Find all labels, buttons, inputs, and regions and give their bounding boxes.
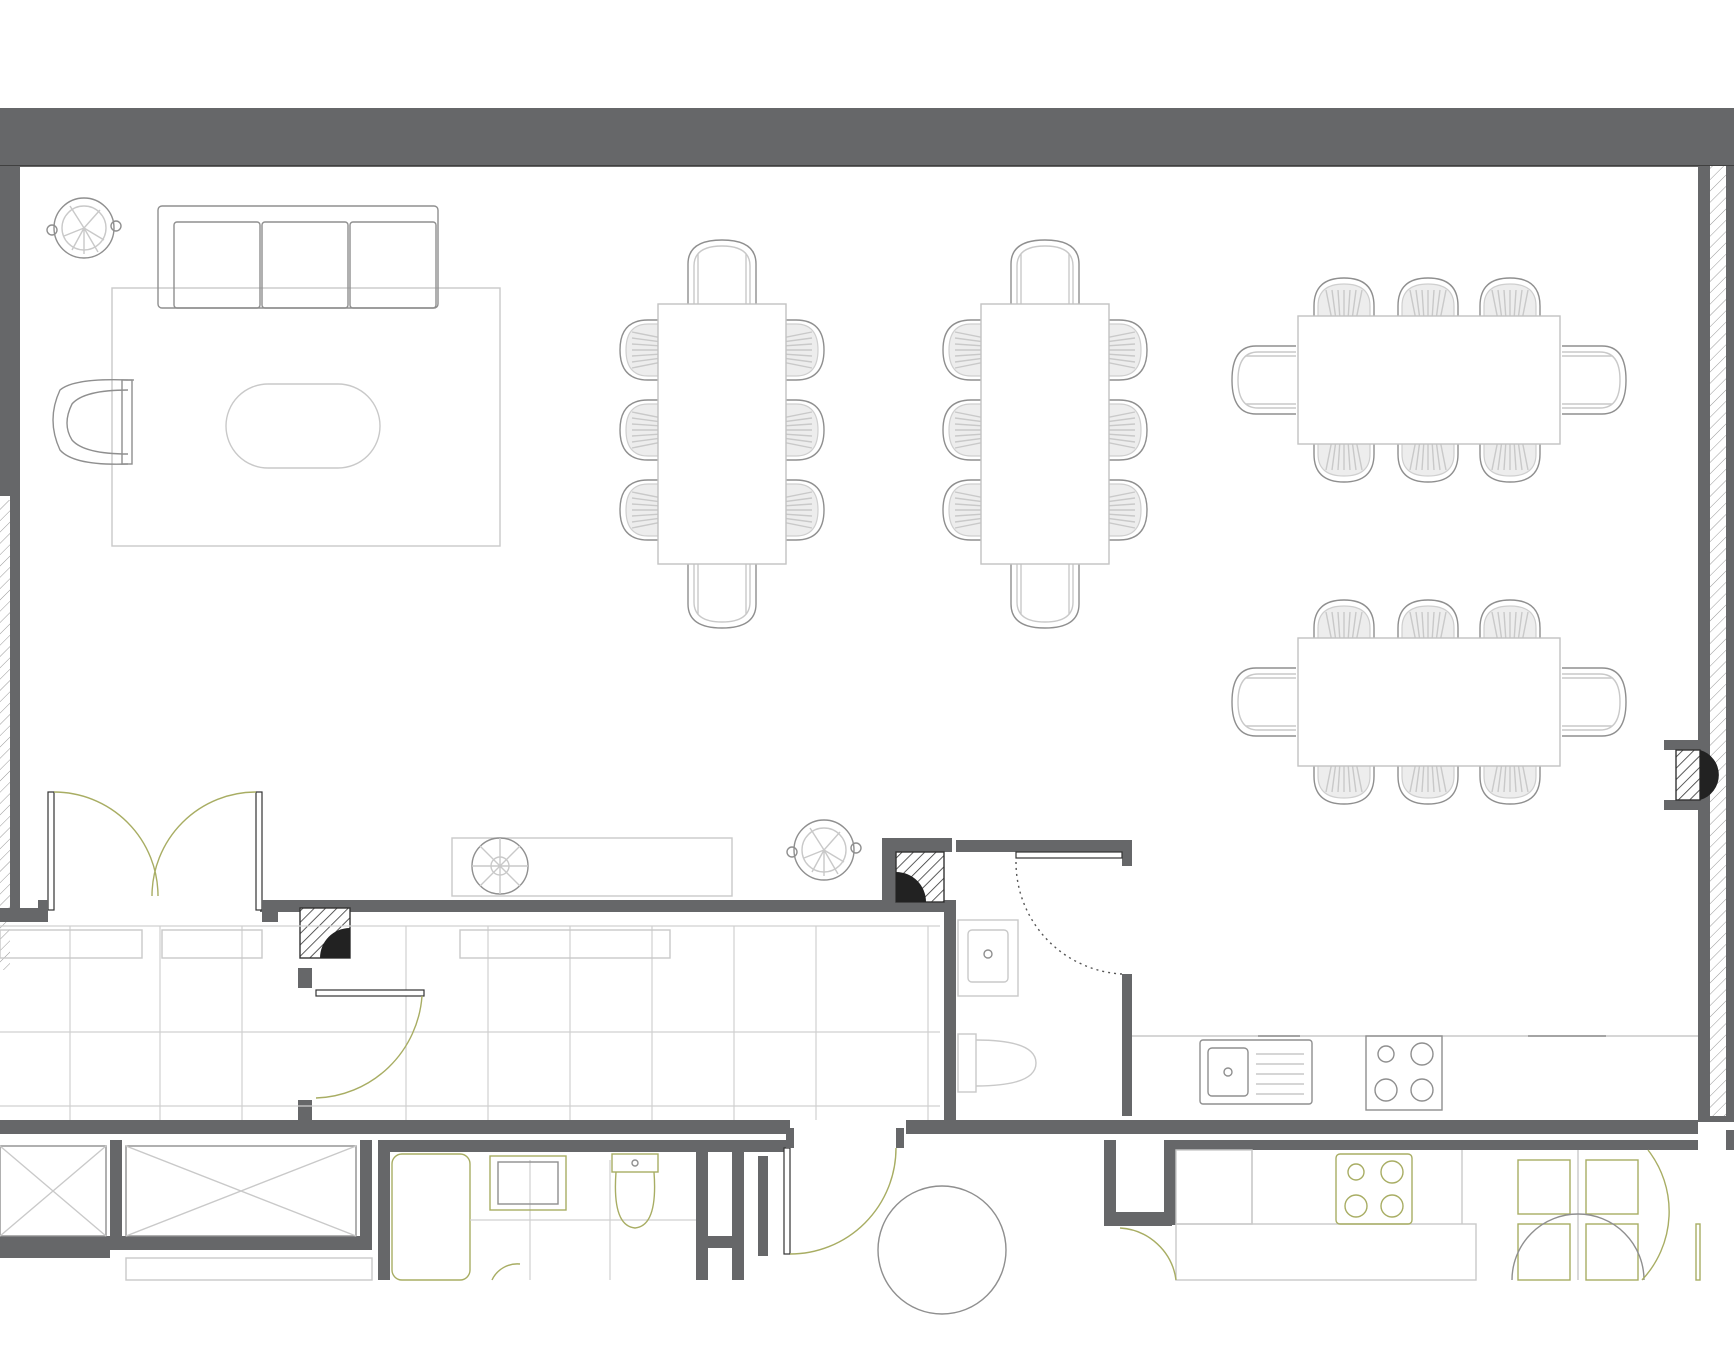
dining-chair: [1231, 667, 1296, 737]
dining-chair: [687, 239, 757, 304]
hob: [1365, 1035, 1443, 1111]
double-door: [38, 791, 272, 922]
dining-table: [619, 239, 825, 629]
armchair: [52, 379, 134, 465]
round-table: [877, 1185, 1007, 1315]
door: [315, 989, 425, 1099]
coffee-table: [225, 383, 381, 469]
bench: [161, 929, 263, 959]
bedroom: [1511, 1149, 1701, 1281]
kitchen-counter: [1132, 1035, 1698, 1111]
floor-tiles: [0, 925, 940, 1120]
dining-chair: [687, 564, 757, 629]
dining-chair: [1562, 667, 1627, 737]
bathroom: [391, 1153, 696, 1281]
toilet: [957, 1033, 1037, 1093]
sink: [1199, 1035, 1313, 1105]
right-wall: [1698, 166, 1710, 1116]
dining-table: [1231, 277, 1627, 483]
dining-chair: [1231, 345, 1296, 415]
top-exterior-wall: [0, 108, 1734, 166]
wc: [957, 851, 1132, 1093]
hall-south-wall: [0, 908, 44, 922]
wc-wall: [944, 900, 956, 1120]
corridor: [0, 791, 940, 1120]
toilet: [611, 1153, 659, 1229]
washbasin-counter: [957, 919, 1019, 997]
door: [783, 1128, 904, 1255]
dining-chair: [1010, 564, 1080, 629]
plant: [46, 197, 122, 259]
sofa: [157, 205, 439, 309]
left-wall: [0, 166, 10, 496]
rug: [111, 287, 501, 547]
washbasin: [967, 929, 1009, 983]
round-stool: [471, 837, 529, 895]
corridor-south-wall: [0, 1120, 790, 1134]
kitchenette: [1119, 1149, 1477, 1281]
bench: [459, 929, 671, 959]
lower-units: [0, 1128, 1701, 1315]
door: [1015, 851, 1132, 984]
dining-chair: [1010, 239, 1080, 304]
lounge-area: [46, 197, 862, 897]
left-window: [0, 500, 10, 970]
dining-table: [1231, 599, 1627, 805]
dining-table: [942, 239, 1148, 629]
plant: [786, 819, 862, 881]
bench: [0, 929, 143, 959]
dining-area: [619, 239, 1627, 805]
dining-chair: [1562, 345, 1627, 415]
console-bench: [451, 837, 733, 897]
walls: [0, 108, 1734, 1280]
storage: [0, 1145, 357, 1237]
column: [1675, 749, 1701, 801]
